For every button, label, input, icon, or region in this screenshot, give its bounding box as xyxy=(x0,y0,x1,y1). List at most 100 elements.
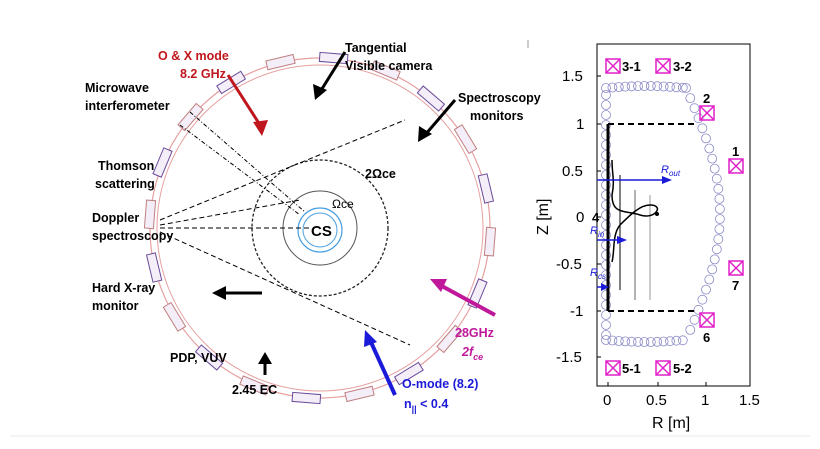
vessel-boundary-marker xyxy=(601,300,611,310)
r-out-subscript: out xyxy=(669,169,681,178)
vessel-boundary-marker xyxy=(671,82,682,93)
region-4-label: 4 xyxy=(592,210,600,225)
vessel-boundary-marker xyxy=(685,93,696,103)
cs-circle-outer xyxy=(297,207,343,253)
vessel-boundary-marker xyxy=(709,163,720,174)
cs-circle-inner xyxy=(302,212,338,248)
vessel-port xyxy=(344,385,375,403)
microwave-label: Microwave xyxy=(85,81,149,95)
vessel-boundary-marker xyxy=(601,330,611,340)
coil-3-2-label: 3-2 xyxy=(673,59,692,74)
vessel-boundary-marker xyxy=(601,220,611,230)
doppler-spectroscopy-label: spectroscopy xyxy=(92,229,173,243)
coil-3-1 xyxy=(605,58,621,74)
vessel-boundary-marker xyxy=(714,193,725,204)
monitors-label: monitors xyxy=(470,109,524,123)
ec-label: 2.45 EC xyxy=(232,383,277,397)
tangential-label: Tangential xyxy=(345,41,407,55)
vessel-boundary-marker xyxy=(626,336,637,347)
coil-3-2 xyxy=(655,58,671,74)
vessel-port xyxy=(291,391,322,405)
xtick-3: 1 xyxy=(701,392,709,409)
ytick-5: -0.5 xyxy=(556,256,582,273)
vessel-boundary-marker xyxy=(711,244,722,255)
vessel-boundary-marker xyxy=(601,320,611,330)
vessel-boundary-marker xyxy=(601,310,611,320)
vessel-boundary-marker xyxy=(665,336,675,347)
coil-3-1-label: 3-1 xyxy=(622,59,641,74)
coil-2-label: 2 xyxy=(703,91,710,106)
coil-6 xyxy=(699,312,715,328)
r-out-main: R xyxy=(661,164,669,176)
doppler-label: Doppler xyxy=(92,211,139,225)
coil-5-2-label: 5-2 xyxy=(673,361,692,376)
vessel-boundary-marker xyxy=(645,81,656,91)
coil-6-label: 6 xyxy=(703,330,710,345)
vessel-boundary-marker xyxy=(613,336,624,346)
vessel-boundary-marker xyxy=(715,204,725,214)
vessel-boundary-marker xyxy=(652,336,663,347)
thomson-label: Thomson xyxy=(98,159,154,173)
npar-main: n xyxy=(404,397,412,411)
vessel-boundary-marker xyxy=(601,150,611,160)
vessel-port xyxy=(436,324,463,354)
vessel-boundary-marker xyxy=(677,82,688,93)
vessel-boundary-marker xyxy=(697,294,708,305)
vessel-ports xyxy=(143,51,497,405)
vessel-boundary-marker xyxy=(711,173,722,184)
visible-camera-label: Visible camera xyxy=(345,59,433,73)
ytick-7: -1.5 xyxy=(556,349,582,366)
vessel-boundary-marker xyxy=(601,140,611,150)
interferometer-label: interferometer xyxy=(85,99,170,113)
vessel-boundary-marker xyxy=(709,254,720,265)
vessel-port xyxy=(143,199,157,230)
vessel-boundary-marker xyxy=(613,82,624,92)
hard-xray-monitor-label: monitor xyxy=(92,299,139,313)
vessel-boundary xyxy=(601,81,725,347)
vessel-port xyxy=(145,252,163,283)
ytick-3: 0.5 xyxy=(562,163,583,180)
spectroscopy-label: Spectroscopy xyxy=(458,91,541,105)
vessel-port xyxy=(370,60,401,81)
vessel-boundary-marker xyxy=(677,335,688,346)
vessel-port xyxy=(177,102,204,132)
two-omega-ce-circle xyxy=(251,159,389,297)
r-cs-subscript: cs xyxy=(598,272,606,281)
vessel-boundary-marker xyxy=(601,260,611,270)
vessel-boundary-marker xyxy=(713,234,724,245)
vessel-boundary-marker xyxy=(707,153,718,164)
npar-rest: < 0.4 xyxy=(417,397,449,411)
xtick-4: 1.5 xyxy=(739,392,760,409)
vessel-boundary-marker xyxy=(658,81,669,92)
vessel-port xyxy=(453,124,478,155)
vessel-boundary-marker xyxy=(665,81,675,92)
xtick-1: 0 xyxy=(603,392,611,409)
vessel-boundary-marker xyxy=(704,274,715,285)
vessel-boundary-marker xyxy=(601,210,611,220)
vessel-boundary-marker xyxy=(620,336,631,347)
omode-label: O-mode (8.2) xyxy=(402,377,478,391)
ytick-6: -1 xyxy=(570,303,583,320)
vessel-boundary-marker xyxy=(681,83,691,93)
y-axis-ticks xyxy=(597,75,751,386)
ox-freq-label: 8.2 GHz xyxy=(180,67,226,81)
vessel-boundary-marker xyxy=(601,270,611,280)
vessel-boundary-marker xyxy=(707,264,718,275)
r-in-main: R xyxy=(590,225,598,237)
two-omega-ce-label: 2Ωce xyxy=(365,167,396,181)
vessel-boundary-marker xyxy=(633,336,643,347)
vessel-port xyxy=(416,85,446,112)
vessel-boundary-marker xyxy=(697,123,708,134)
vessel-boundary-marker xyxy=(601,190,611,200)
vessel-boundary-marker xyxy=(701,284,711,295)
ox-mode-label: O & X mode xyxy=(158,49,229,63)
vessel-boundary-marker xyxy=(693,113,704,124)
vessel-port xyxy=(483,226,497,257)
vessel-port xyxy=(239,375,270,396)
vessel-boundary-marker xyxy=(633,81,643,91)
coil-5-2 xyxy=(655,360,671,376)
vessel-boundary-marker xyxy=(658,336,669,347)
coils xyxy=(605,58,744,376)
limiter xyxy=(606,123,698,312)
